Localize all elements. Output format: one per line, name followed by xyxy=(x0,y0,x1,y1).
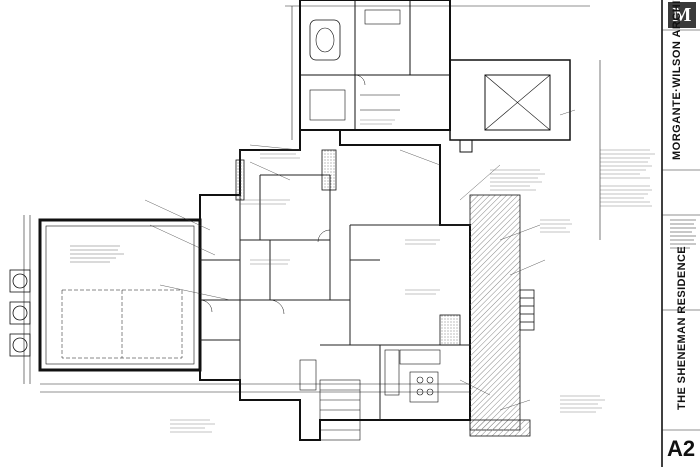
condenser-units xyxy=(9,269,31,357)
stairs xyxy=(319,349,400,441)
patio xyxy=(469,194,535,437)
sheet-number: A2 xyxy=(667,436,696,461)
title-block-rules xyxy=(662,29,700,431)
screened-porch xyxy=(449,59,571,153)
project-name: THE SHENEMAN RESIDENCE xyxy=(676,245,688,410)
door-swings xyxy=(199,74,366,315)
garage-notes xyxy=(70,245,124,263)
firm-logo: M xyxy=(668,2,696,28)
north-wing xyxy=(299,0,451,131)
garage xyxy=(38,218,202,372)
annotation-leaders xyxy=(144,109,576,411)
hatched-walls xyxy=(235,149,461,346)
kitchen xyxy=(299,349,441,403)
note-blocks xyxy=(170,119,655,433)
firm-name: MORGANTE·WILSON ARCHITECTS, LTD xyxy=(671,0,683,160)
